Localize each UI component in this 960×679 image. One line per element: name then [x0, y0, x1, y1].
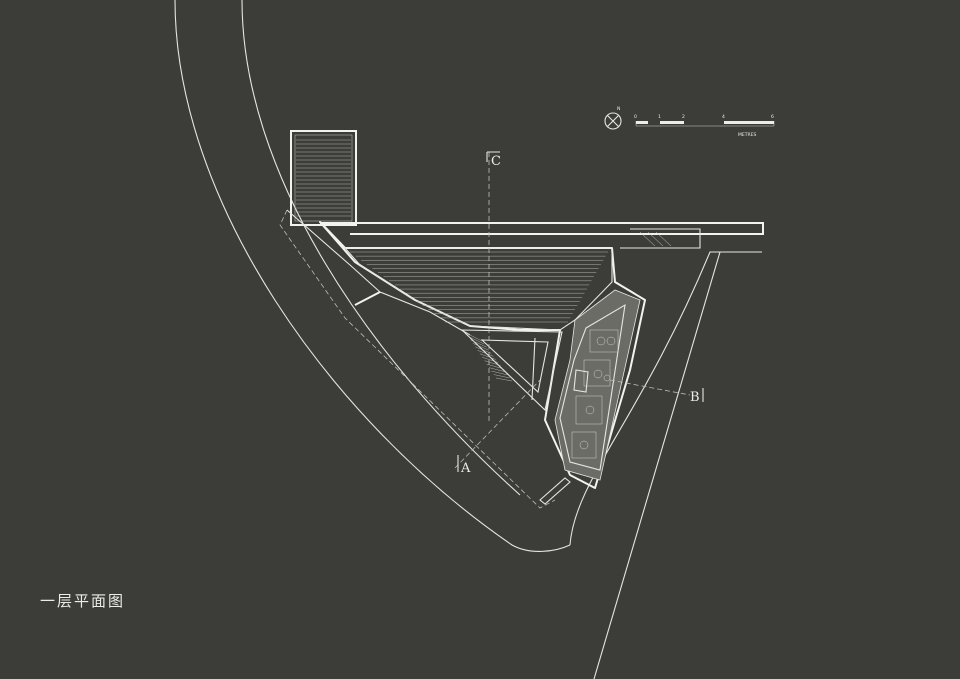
- section-label-b: B: [690, 390, 700, 405]
- stair-tread: [486, 363, 503, 369]
- scale-unit: METRES: [738, 132, 756, 138]
- scale-tick-4: 4: [722, 114, 725, 120]
- toilet-block: [554, 289, 641, 481]
- stair-tread: [484, 360, 501, 366]
- scale-tick-0: 0: [634, 114, 637, 120]
- stair-tread: [489, 367, 506, 372]
- stair-tread: [491, 370, 508, 376]
- stair-tread: [477, 350, 494, 357]
- stair-tread: [472, 343, 490, 351]
- stair-tread: [470, 339, 487, 348]
- stair-tread: [468, 336, 485, 345]
- plan-title: 一层平面图: [40, 592, 125, 610]
- scale-tick-2: 2: [682, 114, 685, 120]
- section-lines: [279, 151, 704, 509]
- stair-tread: [495, 377, 513, 382]
- stair-tread: [475, 346, 492, 354]
- main-ramp: [343, 247, 613, 331]
- scale-bar: 0 1 2 4 6 METRES: [634, 114, 775, 138]
- section-label-a: A: [460, 461, 471, 476]
- stair-tread: [465, 332, 483, 342]
- stair-tread: [479, 353, 496, 360]
- stair-tread: [493, 374, 510, 379]
- scale-tick-1: 1: [658, 114, 661, 120]
- site-boundary: [174, 0, 762, 679]
- scale-tick-6: 6: [771, 114, 774, 120]
- inner-stair: [460, 329, 563, 412]
- top-wall: [320, 222, 764, 249]
- section-label-c: C: [491, 154, 501, 169]
- upper-stair: [290, 130, 357, 226]
- door-leaves: [354, 291, 571, 505]
- north-label: N: [617, 106, 620, 112]
- north-arrow-icon: N: [604, 106, 622, 130]
- stair-tread: [482, 357, 499, 363]
